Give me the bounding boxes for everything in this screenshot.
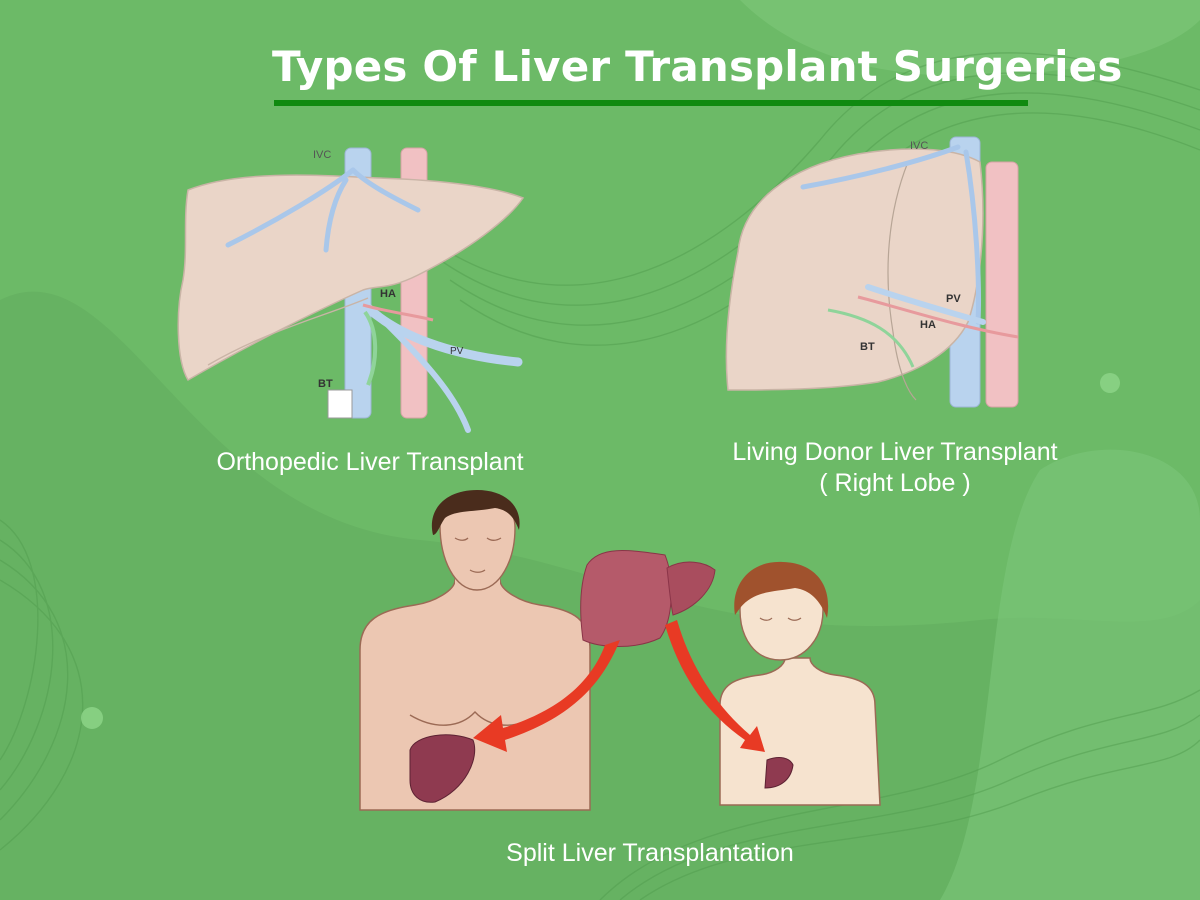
split-liver-caption: Split Liver Transplantation [506,839,794,867]
split-liver-diagram [359,490,881,811]
donor-liver [580,550,716,647]
ha-label: HA [920,319,936,331]
adult-recipient-figure [359,490,591,811]
ivc-label: IVC [910,140,928,152]
page-title: Types Of Liver Transplant Surgeries [272,42,1123,91]
living-donor-caption-line-2: ( Right Lobe ) [819,469,971,497]
ivc-label: IVC [313,149,331,161]
pv-label: PV [450,346,464,357]
bt-label: BT [860,341,875,353]
title-underline [274,100,1028,106]
orthopedic-caption: Orthopedic Liver Transplant [216,448,524,476]
orthopedic-liver-diagram: IVC HA PV BT [177,147,525,433]
living-donor-caption: Living Donor Liver Transplant ( Right Lo… [660,437,1130,499]
living-donor-liver-diagram: IVC PV HA BT [725,136,1019,408]
ha-label: HA [380,288,396,300]
child-recipient-figure [719,561,881,806]
transplant-arrows [473,620,765,752]
living-donor-caption-line-1: Living Donor Liver Transplant [732,438,1058,466]
bt-label: BT [318,378,333,390]
pv-label: PV [946,293,961,305]
